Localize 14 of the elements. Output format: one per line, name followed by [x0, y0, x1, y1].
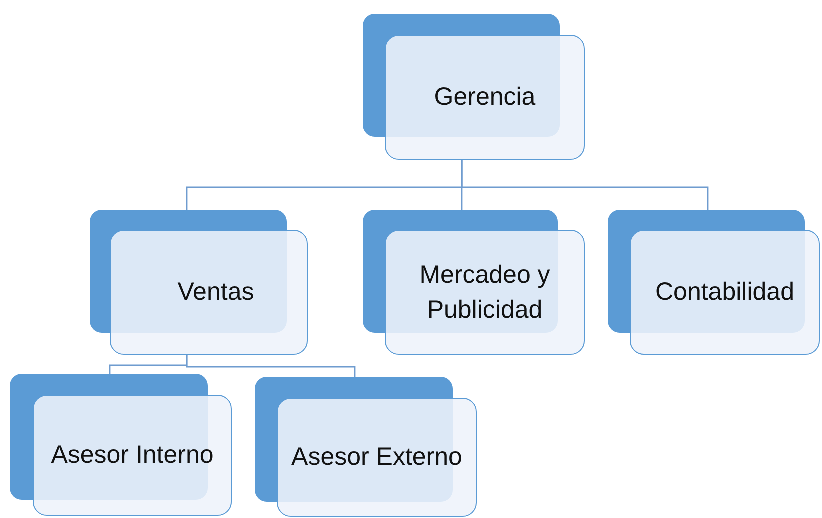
org-box [363, 210, 585, 355]
org-box [90, 210, 308, 355]
connector-line [186, 355, 356, 377]
box-label: Gerencia [433, 82, 537, 113]
org-box [10, 374, 232, 516]
connector-line [461, 160, 709, 210]
box-label: Mercadeo y Publicidad [418, 260, 552, 326]
org-box [608, 210, 820, 355]
box-label: Asesor Interno [50, 440, 215, 471]
box-label: Asesor Externo [290, 442, 464, 473]
org-box [255, 377, 477, 517]
box-label: Ventas [176, 277, 256, 308]
box-label: Contabilidad [654, 277, 796, 308]
org-box [363, 14, 585, 160]
